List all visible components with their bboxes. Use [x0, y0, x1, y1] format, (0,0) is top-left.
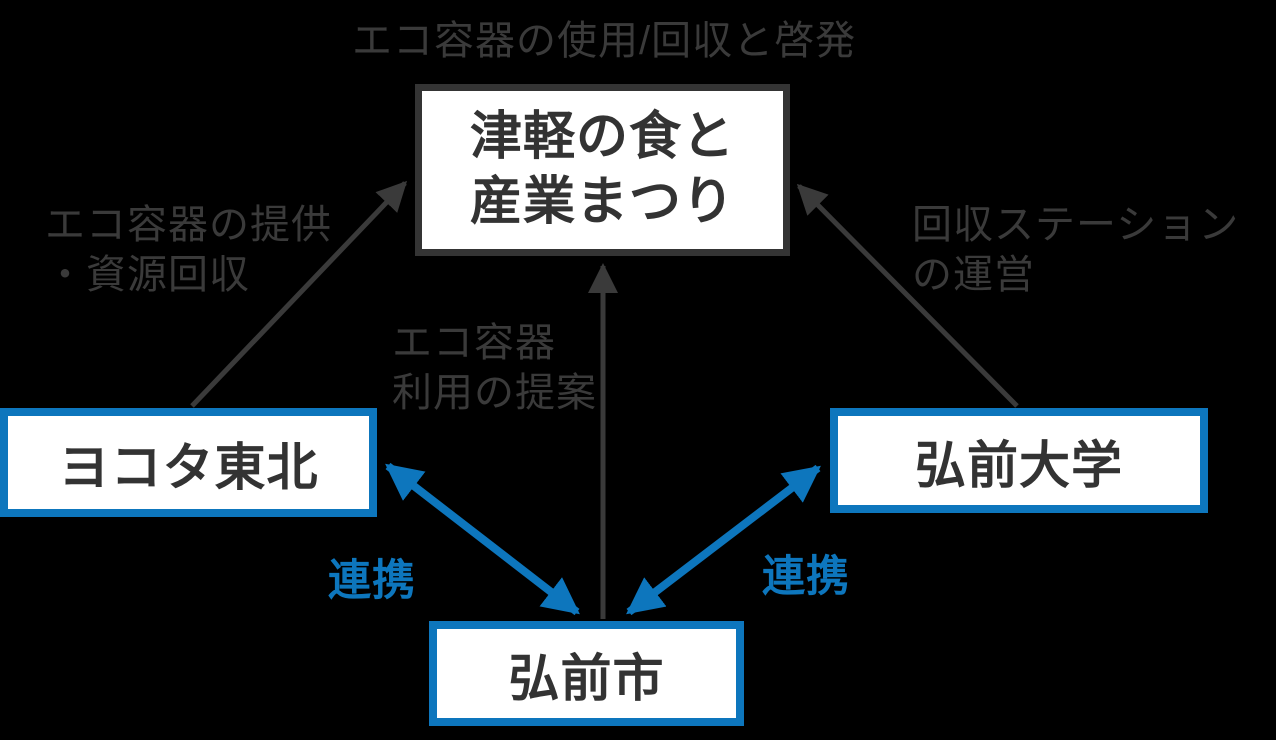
label-yokota-to-festival: エコ容器の提供 ・資源回収 — [45, 200, 332, 300]
label-cooperation-univ: 連携 — [762, 553, 850, 601]
label-festival-activity: エコ容器の使用/回収と啓発 — [352, 16, 856, 66]
label-univ-to-festival: 回収ステーション の運営 — [912, 200, 1239, 300]
node-festival-label-line1: 津軽の食と — [469, 108, 735, 166]
label-festival-activity-text: エコ容器の使用/回収と啓発 — [352, 19, 857, 63]
node-city-label: 弘前市 — [508, 649, 665, 707]
node-yokota-label: ヨコタ東北 — [58, 438, 319, 496]
node-festival-label-line2: 産業まつり — [469, 173, 735, 231]
node-festival-label: 津軽の食と 産業まつり — [470, 105, 735, 235]
label-cooperation-yokota: 連携 — [328, 557, 416, 605]
node-yokota-tohoku: ヨコタ東北 — [0, 408, 377, 517]
label-yokota-line2: ・資源回収 — [45, 253, 250, 297]
label-city-to-festival: エコ容器 利用の提案 — [392, 318, 597, 418]
node-univ-label: 弘前大学 — [914, 436, 1123, 494]
label-univ-line2: の運営 — [912, 253, 1035, 297]
label-yokota-line1: エコ容器の提供 — [45, 203, 332, 247]
node-hirosaki-city: 弘前市 — [429, 621, 744, 726]
arrow-city-yokota-link — [385, 462, 580, 616]
label-univ-line1: 回収ステーション — [912, 203, 1240, 247]
node-hirosaki-university: 弘前大学 — [830, 408, 1208, 513]
node-festival: 津軽の食と 産業まつり — [415, 84, 790, 256]
label-city-line1: エコ容器 — [392, 321, 556, 365]
label-city-line2: 利用の提案 — [392, 371, 597, 415]
